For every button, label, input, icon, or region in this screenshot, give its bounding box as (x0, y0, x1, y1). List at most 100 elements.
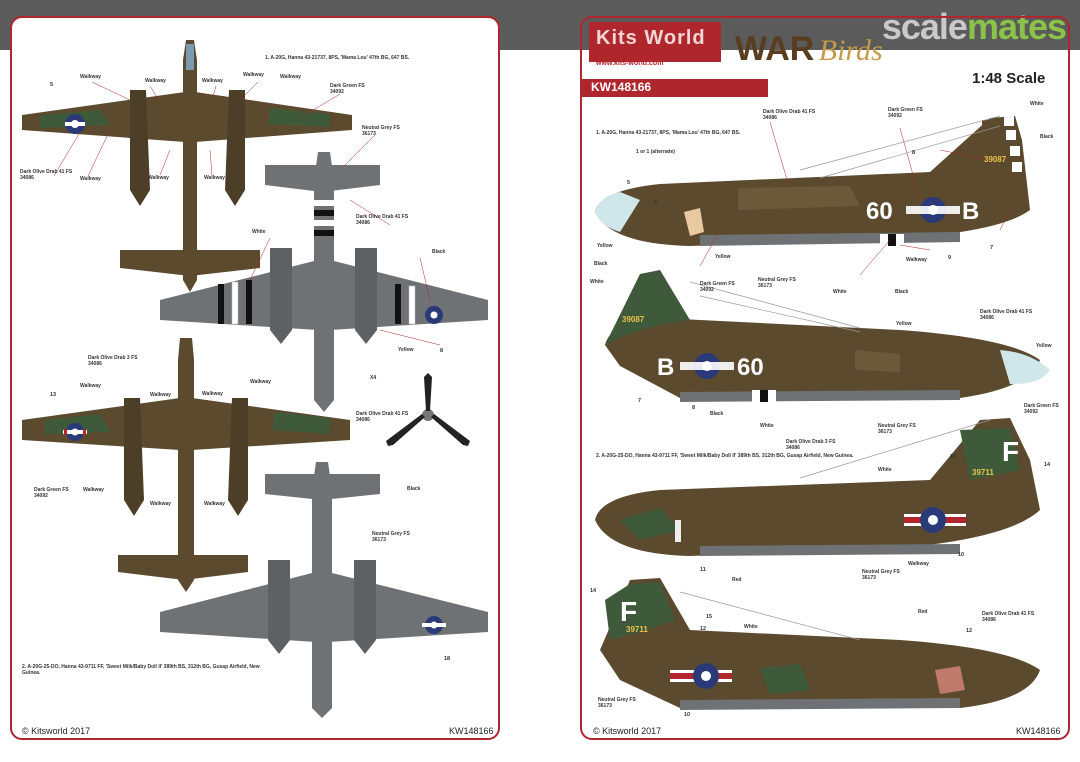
profile-view-sheet (580, 16, 1070, 740)
label-neutral-grey: Neutral Grey FS 36173 (878, 423, 916, 435)
label-walkway: Walkway (150, 392, 171, 398)
profile-1-left-side (595, 116, 1030, 246)
marking-number: 8 (912, 150, 916, 156)
label-walkway: Walkway (148, 175, 169, 181)
label-olive-drab: Dark Olive Drab 41 FS 34086 (356, 411, 409, 423)
marking-number: 10 (958, 552, 965, 558)
marking-number: 15 (706, 614, 713, 620)
label-white: White (833, 289, 847, 295)
marking-number: 5 (627, 180, 631, 186)
label-yellow: Yellow (715, 254, 731, 260)
label-black: Black (407, 486, 421, 492)
label-walkway: Walkway (250, 379, 271, 385)
label-walkway: Walkway (150, 501, 171, 507)
label-white: White (1030, 101, 1044, 107)
label-neutral-grey: Neutral Grey FS 36173 (758, 277, 796, 289)
marking-number: 6 (654, 200, 658, 206)
marking-number: 10 (684, 712, 691, 718)
marking-number: 13 (50, 392, 57, 398)
marking-number: 5 (50, 82, 54, 88)
marking-number: 14 (1044, 462, 1051, 468)
copyright-left: © Kitsworld 2017 (22, 726, 91, 736)
kitsworld-url: www.kits-world.com (596, 60, 664, 67)
marking-number: 16 (950, 454, 957, 460)
label-neutral-grey: Neutral Grey FS 36173 (372, 531, 410, 543)
profile-2-left-side (595, 418, 1040, 556)
label-neutral-grey: Neutral Grey FS 36173 (598, 697, 636, 709)
tail-serial: 39711 (626, 625, 648, 634)
label-walkway: Walkway (83, 487, 104, 493)
label-dark-green: Dark Green FS 34092 (34, 487, 69, 499)
label-walkway: Walkway (204, 501, 225, 507)
aircraft-2-bottom-view (160, 462, 488, 718)
label-olive-drab: Dark Olive Drab 41 FS 34086 (980, 309, 1033, 321)
label-x4: X4 (370, 375, 377, 381)
kitsworld-logo (589, 22, 721, 62)
label-yellow: Yellow (597, 243, 613, 249)
label-walkway: Walkway (80, 383, 101, 389)
label-neutral-grey: Neutral Grey FS 36173 (362, 125, 400, 137)
antenna-wires (679, 115, 1001, 641)
marking-number: 7 (638, 398, 642, 404)
kitsworld-logo-text: Kits World (596, 27, 706, 49)
tail-serial: 39711 (972, 468, 994, 477)
label-walkway: Walkway (80, 74, 101, 80)
label-olive-drab: Dark Olive Drab 41 FS 34086 (356, 214, 409, 226)
label-olive-drab3: Dark Olive Drab 3 FS 34086 (88, 355, 138, 367)
label-black: Black (432, 249, 446, 255)
label-walkway: Walkway (145, 78, 166, 84)
label-walkway: Walkway (908, 561, 929, 567)
marking-number: 9 (948, 255, 952, 261)
scale-label: 1:48 Scale (972, 70, 1046, 87)
caption-left-top: 1. A-20G, Hanna 43-21737, 8PS, 'Mama Lou… (265, 55, 410, 61)
marking-number: 8 (692, 405, 696, 411)
label-white: White (878, 467, 892, 473)
label-dark-green: Dark Green FS 34092 (700, 281, 735, 293)
label-walkway: Walkway (202, 391, 223, 397)
profile-2-right-side (600, 578, 1040, 710)
aircraft-1-top-view (22, 40, 352, 292)
tail-serial: 39087 (984, 155, 1007, 164)
label-dark-green: Dark Green FS 34092 (888, 107, 923, 119)
label-red: Red (732, 577, 742, 583)
marking-number: 12 (966, 628, 973, 634)
label-walkway: Walkway (202, 78, 223, 84)
label-olive-drab3: Dark Olive Drab 3 FS 34086 (786, 439, 836, 451)
marking-number: 18 (444, 656, 451, 662)
label-walkway: Walkway (204, 175, 225, 181)
tail-serial: 39087 (622, 315, 645, 324)
marking-number: 8 (440, 348, 444, 354)
label-olive-drab: Dark Olive Drab 41 FS 34086 (20, 169, 73, 181)
caption-right-top: 1. A-20G, Hanna 43-21737, 8PS, 'Mama Lou… (596, 130, 741, 136)
code-b-left: B (962, 198, 980, 225)
caption-left-bottom: 2. A-20G-25-DO, Hanna 43-9711 FF, 'Sweet… (22, 664, 260, 677)
profile-1-right-side (598, 270, 1050, 402)
label-yellow: Yellow (896, 321, 912, 327)
code-f-left: F (1002, 436, 1020, 467)
label-black: Black (1040, 134, 1054, 140)
label-yellow: Yellow (1036, 343, 1052, 349)
label-black: Black (594, 261, 608, 267)
scalemates-watermark: scalemates (881, 6, 1067, 47)
label-white: White (590, 279, 604, 285)
product-code: KW148166 (591, 80, 652, 94)
leader-lines (53, 81, 1011, 346)
code-60-right: 60 (737, 354, 764, 381)
label-olive-drab: Dark Olive Drab 41 FS 34086 (982, 611, 1035, 623)
label-white: White (252, 229, 266, 235)
aircraft-1-bottom-view (160, 152, 488, 412)
caption-right-bottom: 2. A-20G-25-DO, Hanna 43-9711 FF, 'Sweet… (596, 453, 854, 459)
code-60-left: 60 (866, 198, 893, 225)
label-white: White (744, 624, 758, 630)
label-walkway: Walkway (906, 257, 927, 263)
copyright-right: © Kitsworld 2017 (593, 726, 662, 736)
label-alternate: 1 or 1 (alternate) (636, 149, 675, 155)
warbirds-logo: WAR Birds (735, 30, 883, 68)
product-code-left: KW148166 (449, 726, 494, 736)
label-red: Red (918, 609, 928, 615)
label-white: White (760, 423, 774, 429)
product-code-right: KW148166 (1016, 726, 1061, 736)
label-neutral-grey: Neutral Grey FS 36173 (862, 569, 900, 581)
label-dark-green: Dark Green FS 34092 (1024, 403, 1059, 415)
